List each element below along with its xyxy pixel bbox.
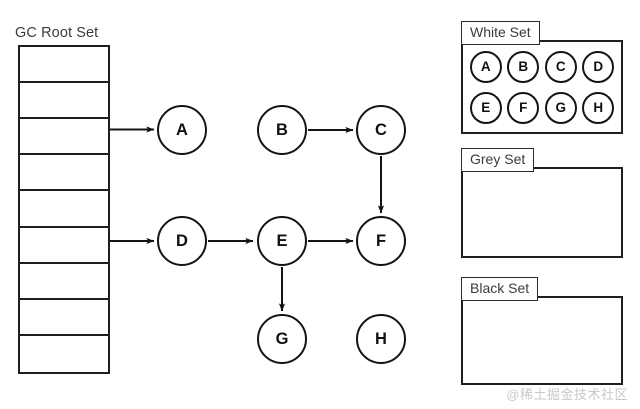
- white-set-node-h[interactable]: H: [582, 91, 615, 124]
- grey-set-body: [461, 167, 623, 258]
- black-set-panel: Black Set: [461, 277, 623, 385]
- black-set-grid: [467, 302, 617, 379]
- grey-set-panel: Grey Set: [461, 148, 623, 258]
- graph-node-e[interactable]: E: [257, 216, 307, 266]
- white-set-node-c[interactable]: C: [544, 50, 577, 83]
- graph-node-d[interactable]: D: [157, 216, 207, 266]
- graph-node-g[interactable]: G: [257, 314, 307, 364]
- gc-root-slot-9[interactable]: [20, 335, 108, 372]
- white-set-node-d[interactable]: D: [582, 50, 615, 83]
- grey-set-tab: Grey Set: [461, 148, 535, 172]
- gc-root-set-table: [18, 45, 110, 374]
- black-set-body: [461, 296, 623, 385]
- watermark: @稀土掘金技术社区: [506, 387, 628, 402]
- gc-root-set-label: GC Root Set: [15, 25, 99, 41]
- white-set-node-g[interactable]: G: [544, 91, 577, 124]
- white-set-node-b[interactable]: B: [507, 50, 540, 83]
- white-set-node-e[interactable]: E: [469, 91, 502, 124]
- black-set-tab: Black Set: [461, 277, 539, 301]
- graph-node-h[interactable]: H: [356, 314, 406, 364]
- gc-root-slot-8[interactable]: [20, 299, 108, 336]
- gc-root-slot-4[interactable]: [20, 155, 108, 192]
- grey-set-grid: [467, 173, 617, 252]
- graph-node-b[interactable]: B: [257, 105, 307, 155]
- graph-node-c[interactable]: C: [356, 105, 406, 155]
- gc-root-slot-3[interactable]: [20, 119, 108, 156]
- gc-root-slot-2[interactable]: [20, 83, 108, 120]
- white-set-node-f[interactable]: F: [507, 91, 540, 124]
- white-set-node-a[interactable]: A: [469, 50, 502, 83]
- gc-root-slot-7[interactable]: [20, 263, 108, 300]
- white-set-tab: White Set: [461, 21, 540, 45]
- graph-node-a[interactable]: A: [157, 105, 207, 155]
- gc-root-slot-1[interactable]: [20, 47, 108, 84]
- gc-root-slot-5[interactable]: [20, 191, 108, 228]
- gc-root-slot-6[interactable]: [20, 227, 108, 264]
- graph-node-f[interactable]: F: [356, 216, 406, 266]
